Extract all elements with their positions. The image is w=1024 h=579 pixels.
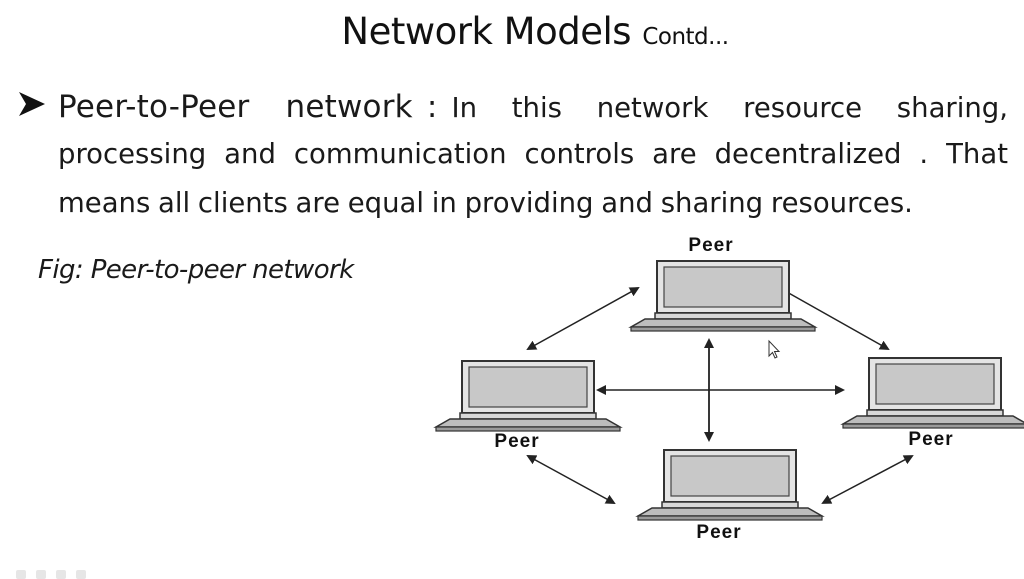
laptop-icon: [842, 357, 1024, 429]
title-suffix: Contd...: [642, 24, 729, 50]
paragraph-line-1: Peer-to-Peer network: In this network res…: [58, 84, 1008, 130]
peer-label-right: Peer: [908, 429, 953, 450]
figure-caption: Fig: Peer-to-peer network: [38, 255, 354, 285]
link-top-left: [526, 287, 640, 350]
peer-label-left: Peer: [494, 431, 539, 452]
nav-control-icon[interactable]: [76, 570, 86, 579]
slide-nav-controls[interactable]: [14, 568, 104, 579]
peer-left: [435, 360, 621, 432]
peer-label-top: Peer: [688, 235, 733, 256]
peer-top: [630, 260, 816, 332]
bullet-paragraph: Peer-to-Peer network: In this network res…: [58, 84, 1008, 228]
link-top-right: [776, 286, 890, 350]
paragraph-line-3: means all clients are equal in providing…: [58, 187, 913, 219]
laptop-icon: [435, 360, 621, 432]
link-right-bottom: [821, 455, 914, 504]
paragraph-line-1-text: In this network resource sharing,: [451, 92, 1008, 124]
peer-right: [842, 357, 1024, 429]
bullet-colon: :: [426, 89, 438, 125]
paragraph-line-2: processing and communication controls ar…: [58, 138, 1008, 170]
nav-control-icon[interactable]: [36, 570, 46, 579]
laptop-icon: [637, 449, 823, 521]
link-left-bottom: [526, 455, 616, 504]
peer-bottom: [637, 449, 823, 521]
bullet-term: Peer-to-Peer network: [58, 89, 413, 125]
laptop-icon: [630, 260, 816, 332]
nav-control-icon[interactable]: [56, 570, 66, 579]
arrow-bullet-icon: [19, 92, 45, 116]
nav-control-icon[interactable]: [16, 570, 26, 579]
mouse-cursor-icon: [768, 339, 781, 359]
peer-label-bottom: Peer: [696, 522, 741, 543]
slide-title: Network Models Contd...: [0, 10, 1024, 53]
title-main: Network Models: [341, 10, 632, 53]
